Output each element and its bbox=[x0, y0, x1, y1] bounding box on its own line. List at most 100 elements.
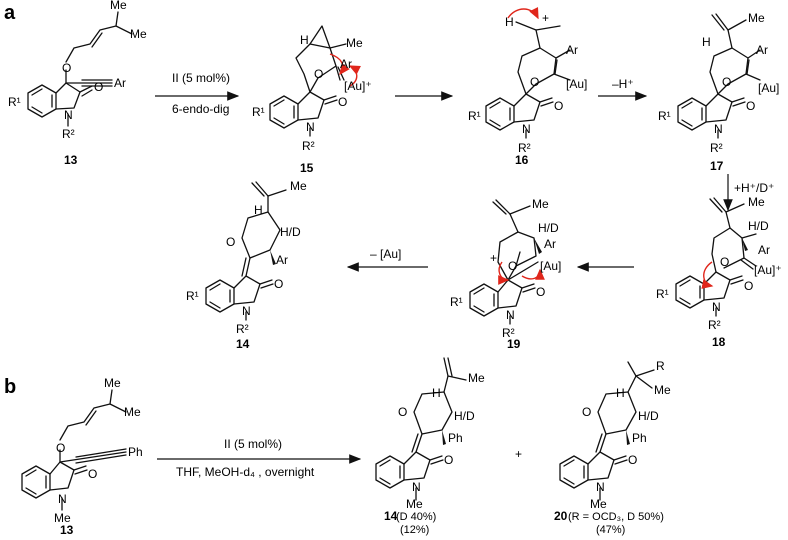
b13-me-right: Me bbox=[124, 405, 141, 419]
reagent-au-loss: – [Au] bbox=[370, 247, 401, 261]
c17-h: H bbox=[702, 35, 711, 49]
b-compound-label-20: 20 bbox=[554, 509, 568, 523]
curly-arrow-18 bbox=[701, 261, 714, 289]
c18-r1: R¹ bbox=[656, 287, 669, 301]
reagent-deprotonation: –H⁺ bbox=[612, 77, 634, 91]
c15-r1: R¹ bbox=[252, 105, 265, 119]
c14-ar: Ar bbox=[276, 253, 288, 267]
c19-n: N bbox=[506, 308, 515, 322]
curly-arrow-15a bbox=[329, 53, 350, 76]
panel-label-a: a bbox=[4, 2, 16, 24]
b14-o-carbonyl: O bbox=[444, 453, 453, 467]
b14-o-ring: O bbox=[398, 405, 407, 419]
c16-plus: + bbox=[542, 11, 549, 25]
compound-18-structure bbox=[675, 197, 757, 317]
b-compound-label-14: 14 bbox=[384, 509, 398, 523]
b14-h: H bbox=[432, 386, 441, 400]
c17-o-ring: O bbox=[722, 75, 731, 89]
c16-au: [Au] bbox=[566, 77, 587, 91]
c19-o-carbonyl: O bbox=[536, 285, 545, 299]
b14-ph: Ph bbox=[448, 431, 463, 445]
c18-o-carbonyl: O bbox=[744, 279, 753, 293]
b-compound-20-yield: (47%) bbox=[596, 524, 625, 536]
compound-19-structure bbox=[469, 199, 542, 325]
c17-r2: R² bbox=[710, 141, 723, 155]
c15-au-plus: [Au]⁺ bbox=[344, 79, 372, 93]
b-compound-20-structure bbox=[559, 361, 655, 501]
c15-h: H bbox=[300, 33, 309, 47]
c14-hd: H/D bbox=[280, 225, 301, 239]
c13-o-carbonyl: O bbox=[94, 80, 103, 94]
b13-o-ether: O bbox=[56, 441, 65, 455]
curly-arrow-15b bbox=[348, 65, 361, 87]
c14-o-carbonyl: O bbox=[274, 277, 283, 291]
reagent-reprotonation: +H⁺/D⁺ bbox=[734, 181, 774, 195]
c19-ar: Ar bbox=[544, 237, 556, 251]
panel-label-b: b bbox=[4, 376, 16, 398]
c16-o-ring: O bbox=[530, 75, 539, 89]
c18-n: N bbox=[712, 300, 721, 314]
c13-o-ether: O bbox=[62, 61, 71, 75]
c18-au-plus: [Au]⁺ bbox=[754, 263, 782, 277]
b13-o-carbonyl: O bbox=[88, 467, 97, 481]
b20-r: R bbox=[656, 359, 665, 373]
c19-r2: R² bbox=[502, 326, 515, 340]
reagent-catalyst: II (5 mol%) bbox=[172, 71, 230, 85]
b20-n-me: Me bbox=[590, 497, 607, 511]
c15-n: N bbox=[306, 120, 315, 134]
compound-15-structure bbox=[269, 25, 347, 137]
b20-h: H bbox=[616, 386, 625, 400]
c18-ar: Ar bbox=[758, 243, 770, 257]
c18-hd: H/D bbox=[748, 219, 769, 233]
reagent-mode: 6-endo-dig bbox=[172, 102, 229, 116]
c13-ar: Ar bbox=[114, 76, 126, 90]
c14-n: N bbox=[242, 304, 251, 318]
b-compound-14-detail: (D 40%) bbox=[396, 511, 436, 523]
c14-o-ring: O bbox=[226, 235, 235, 249]
c17-me: Me bbox=[748, 11, 765, 25]
c17-r1: R¹ bbox=[658, 109, 671, 123]
c13-r2: R² bbox=[62, 127, 75, 141]
b13-ph: Ph bbox=[128, 445, 143, 459]
c19-o-ring: O bbox=[508, 259, 517, 273]
c19-plus: + bbox=[490, 251, 497, 265]
c14-r2: R² bbox=[236, 322, 249, 336]
c18-o-ring: O bbox=[720, 255, 729, 269]
b14-hd: H/D bbox=[454, 409, 475, 423]
curly-arrow-16 bbox=[507, 7, 539, 20]
c16-r1: R¹ bbox=[468, 109, 481, 123]
b-compound-14-structure bbox=[375, 357, 467, 501]
compound-label-18: 18 bbox=[712, 335, 726, 349]
b20-o-ring: O bbox=[582, 405, 591, 419]
c13-n: N bbox=[64, 108, 73, 122]
c17-o-carbonyl: O bbox=[746, 99, 755, 113]
b-reagent-catalyst: II (5 mol%) bbox=[224, 437, 282, 451]
c14-me: Me bbox=[290, 179, 307, 193]
c15-o-carbonyl: O bbox=[338, 95, 347, 109]
c16-ar: Ar bbox=[566, 43, 578, 57]
compound-label-19: 19 bbox=[507, 337, 521, 351]
b20-n: N bbox=[596, 480, 605, 494]
b13-n: N bbox=[58, 492, 67, 506]
c18-r2: R² bbox=[708, 318, 721, 332]
b-compound-label-13: 13 bbox=[60, 523, 74, 537]
c16-o-carbonyl: O bbox=[554, 99, 563, 113]
c17-n: N bbox=[714, 122, 723, 136]
b20-ph: Ph bbox=[632, 431, 647, 445]
c15-ar: Ar bbox=[340, 57, 352, 71]
c19-hd: H/D bbox=[538, 221, 559, 235]
b20-hd: H/D bbox=[638, 409, 659, 423]
b13-me-top: Me bbox=[104, 376, 121, 390]
curly-arrow-19a bbox=[498, 261, 510, 285]
curly-arrow-19b bbox=[521, 268, 545, 280]
b20-o-carbonyl: O bbox=[628, 453, 637, 467]
c13-me-top: Me bbox=[110, 0, 127, 12]
b-compound-13-structure bbox=[21, 389, 127, 511]
compound-label-14: 14 bbox=[236, 337, 250, 351]
compound-13-structure bbox=[27, 11, 133, 127]
b14-n: N bbox=[412, 480, 421, 494]
plus-sign: + bbox=[515, 447, 522, 461]
b14-n-me: Me bbox=[406, 497, 423, 511]
c15-r2: R² bbox=[302, 139, 315, 153]
compound-14-structure bbox=[205, 181, 287, 321]
